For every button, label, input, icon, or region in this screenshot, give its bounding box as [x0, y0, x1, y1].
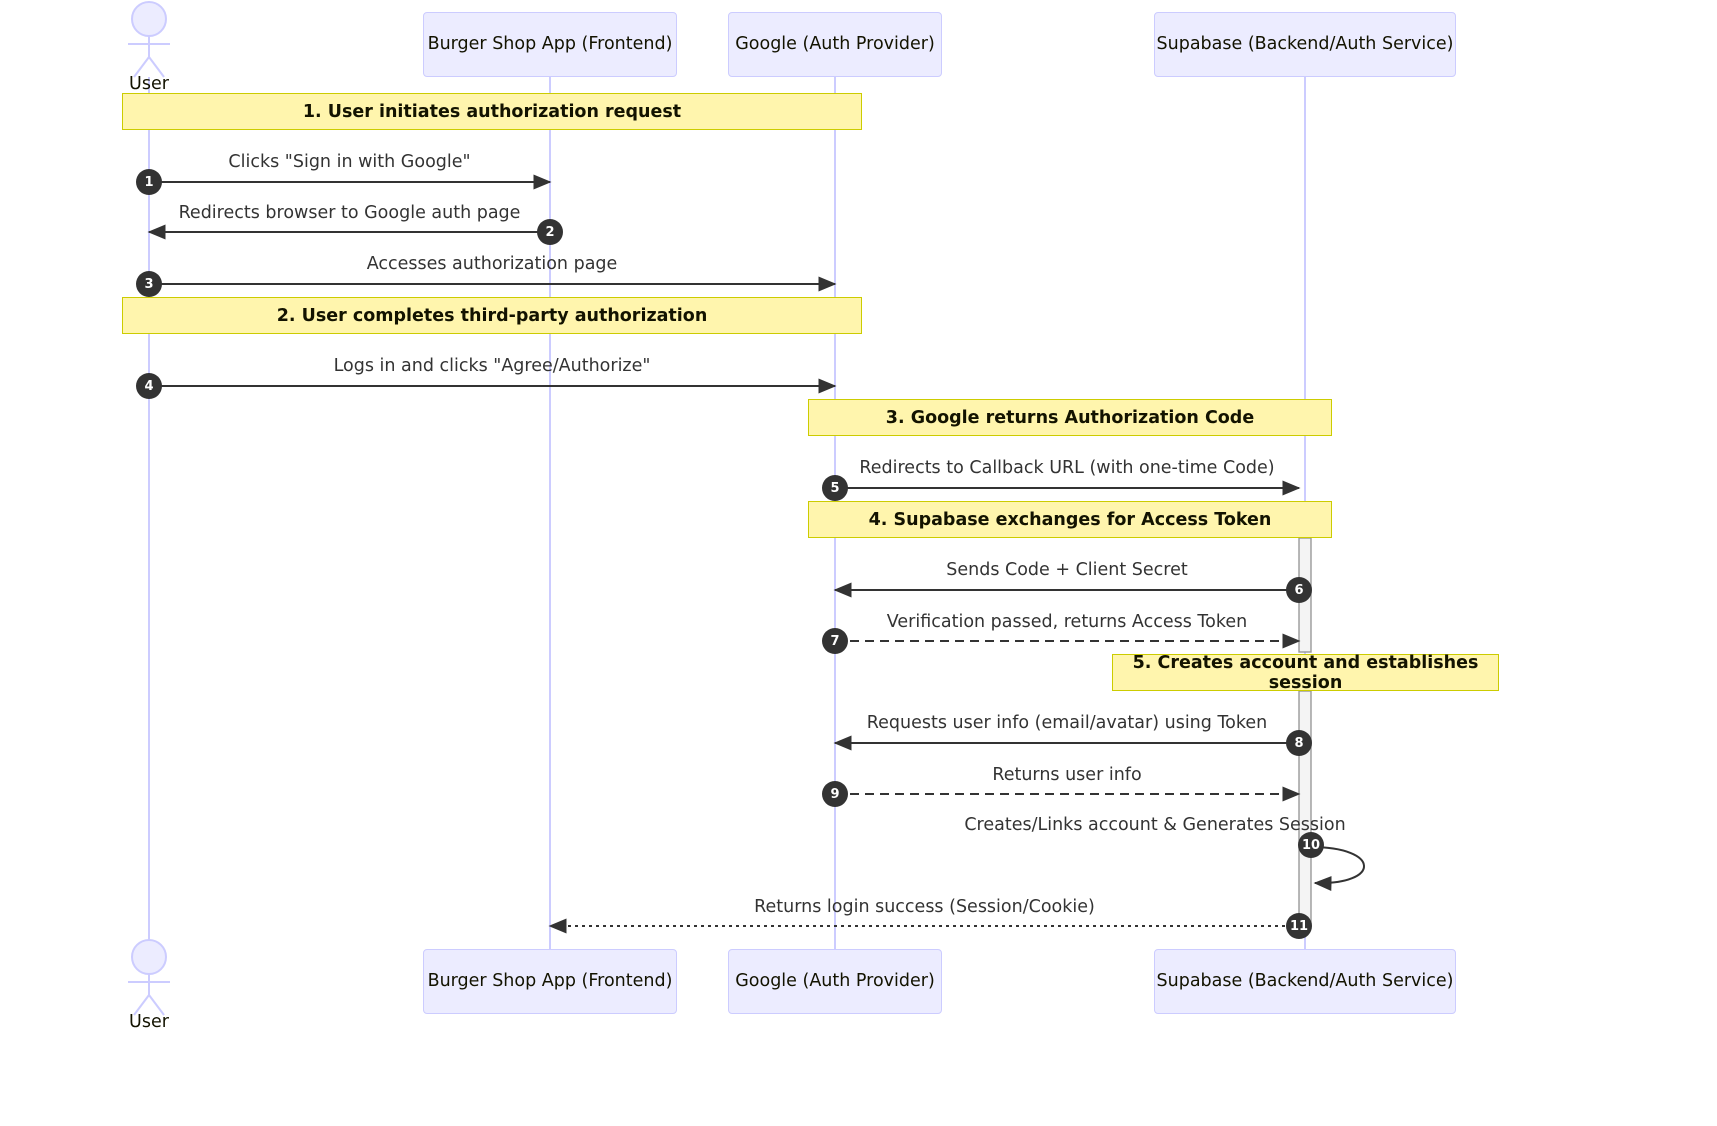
- message-sequence-number-9: 9: [822, 781, 848, 807]
- message-sequence-number-11: 11: [1286, 913, 1312, 939]
- message-sequence-number-7: 7: [822, 628, 848, 654]
- participant-label-frontend-top: Burger Shop App (Frontend): [427, 34, 673, 54]
- participant-box-supabase-top[interactable]: Supabase (Backend/Auth Service): [1154, 12, 1456, 77]
- message-label-6: Sends Code + Client Secret: [946, 560, 1188, 580]
- participant-label-frontend-bottom: Burger Shop App (Frontend): [427, 971, 673, 991]
- message-sequence-number-6: 6: [1286, 577, 1312, 603]
- message-label-3: Accesses authorization page: [366, 254, 618, 274]
- participant-label-user-bottom: User: [129, 1012, 169, 1032]
- message-sequence-number-5: 5: [822, 475, 848, 501]
- note-label-note2: 2. User completes third-party authorizat…: [276, 305, 708, 326]
- participant-box-frontend-bottom[interactable]: Burger Shop App (Frontend): [423, 949, 677, 1014]
- participant-box-supabase-bottom[interactable]: Supabase (Backend/Auth Service): [1154, 949, 1456, 1014]
- participant-box-google-bottom[interactable]: Google (Auth Provider): [728, 949, 942, 1014]
- message-sequence-number-4: 4: [136, 373, 162, 399]
- participant-label-user-top: User: [129, 74, 169, 94]
- message-sequence-number-1: 1: [136, 169, 162, 195]
- message-label-4: Logs in and clicks "Agree/Authorize": [333, 356, 651, 376]
- message-label-8: Requests user info (email/avatar) using …: [866, 713, 1268, 733]
- participant-box-google-top[interactable]: Google (Auth Provider): [728, 12, 942, 77]
- message-label-7: Verification passed, returns Access Toke…: [886, 612, 1248, 632]
- note-note5: 5. Creates account and establishes sessi…: [1112, 652, 1499, 693]
- message-label-9: Returns user info: [992, 765, 1142, 785]
- note-note1: 1. User initiates authorization request: [122, 93, 862, 130]
- note-note2: 2. User completes third-party authorizat…: [122, 297, 862, 334]
- message-sequence-number-8: 8: [1286, 730, 1312, 756]
- message-label-1: Clicks "Sign in with Google": [228, 152, 471, 172]
- note-label-note1: 1. User initiates authorization request: [302, 101, 682, 122]
- message-label-2: Redirects browser to Google auth page: [178, 203, 521, 223]
- note-note4: 4. Supabase exchanges for Access Token: [808, 501, 1332, 538]
- message-label-10: Creates/Links account & Generates Sessio…: [964, 815, 1346, 835]
- message-sequence-number-2: 2: [537, 219, 563, 245]
- message-label-5: Redirects to Callback URL (with one-time…: [859, 458, 1275, 478]
- participant-label-supabase-bottom: Supabase (Backend/Auth Service): [1156, 971, 1454, 991]
- message-sequence-number-10: 10: [1298, 832, 1324, 858]
- note-label-note5: 5. Creates account and establishes sessi…: [1132, 652, 1479, 693]
- note-label-note3: 3. Google returns Authorization Code: [885, 407, 1255, 428]
- participant-label-supabase-top: Supabase (Backend/Auth Service): [1156, 34, 1454, 54]
- participant-label-google-top: Google (Auth Provider): [735, 34, 935, 54]
- note-note3: 3. Google returns Authorization Code: [808, 399, 1332, 436]
- participant-label-google-bottom: Google (Auth Provider): [735, 971, 935, 991]
- participant-box-frontend-top[interactable]: Burger Shop App (Frontend): [423, 12, 677, 77]
- message-sequence-number-3: 3: [136, 271, 162, 297]
- message-label-11: Returns login success (Session/Cookie): [754, 897, 1095, 917]
- note-label-note4: 4. Supabase exchanges for Access Token: [868, 509, 1272, 530]
